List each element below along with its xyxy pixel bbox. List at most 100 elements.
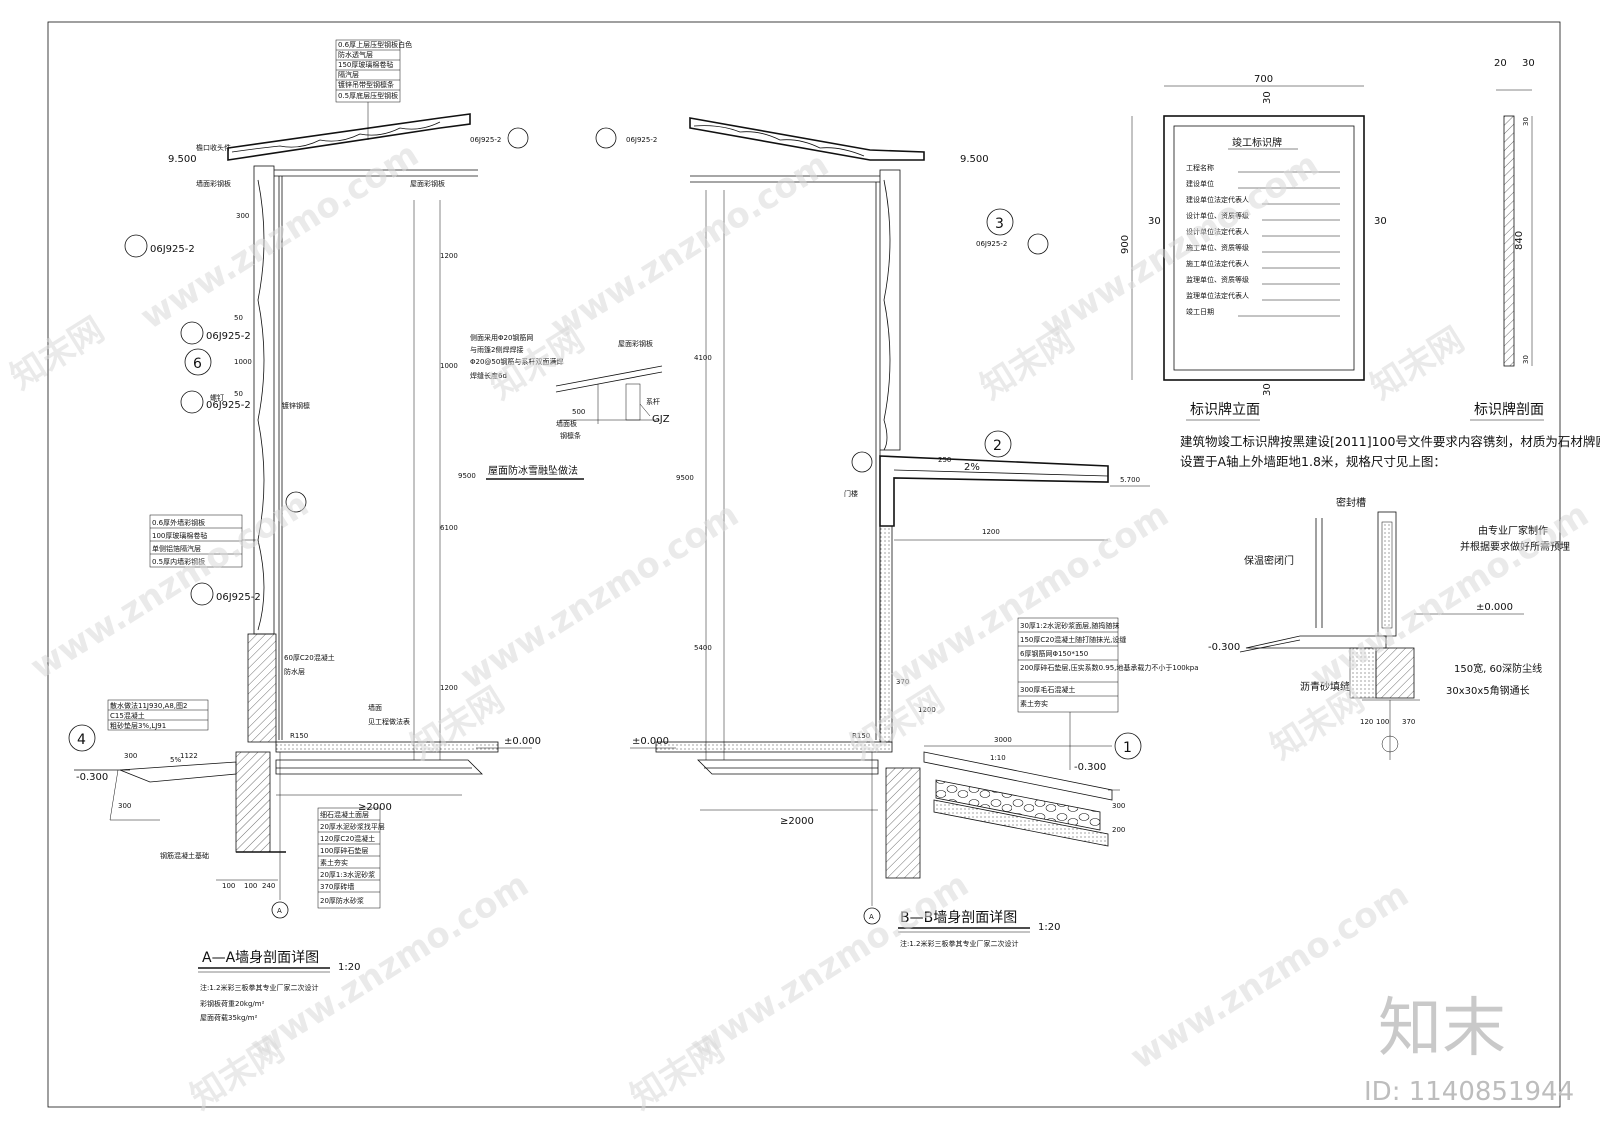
aa-circle-six-label: 6 (193, 356, 202, 372)
watermark-url-5: www.znzmo.com (454, 494, 746, 697)
aa-dim-1000a: 1000 (234, 358, 252, 366)
door-label-groove: 150宽, 60深防尘线 (1454, 662, 1542, 675)
sign-dim-width: 700 (1254, 74, 1273, 85)
sign-board-section: 20 30 30 840 30 标识牌剖面 (1470, 58, 1544, 421)
watermark-url-8: www.znzmo.com (244, 864, 536, 1067)
door-threshold-detail: 密封槽 由专业厂家制作 并根据要求做好所需预埋 保温密闭门 ±0.000 -0.… (1208, 496, 1570, 760)
aa-dim-r150: R150 (290, 732, 308, 740)
bb-dim-1200a: 1200 (918, 706, 936, 714)
watermark-cn-2: 知末网 (484, 320, 592, 408)
aa-label-floor: 墙面 (368, 703, 382, 712)
aa-wall-layer-2: 100厚玻璃棉卷毡 (152, 531, 207, 540)
sign-dim-margin-left: 30 (1148, 216, 1161, 227)
roof-snow-detail: 侧面采用Φ20钢筋网 与雨篷2侧焊焊接 Φ20@50钢筋与系杆双面满焊 焊缝长度… (470, 333, 670, 480)
sign-field-3: 建设单位法定代表人 (1186, 195, 1249, 204)
aa-brick-wall (247, 633, 277, 743)
aa-apron-layer-1: 散水做法11J930,A8,图2 (110, 701, 187, 710)
aa-roof-layer-5: 镀锌吊带型钢檩条 (338, 80, 394, 89)
aa-foundation (235, 751, 271, 853)
sign-dim-margin-right: 30 (1374, 216, 1387, 227)
roof-detail-line-2: 与雨篷2侧焊焊接 (470, 345, 523, 354)
aa-apron-layer-3: 粗砂垫层3%,LJ91 (110, 721, 166, 730)
watermark-cn-1: 知末网 (4, 310, 112, 398)
aa-elev-zero: ±0.000 (504, 736, 541, 747)
bb-canopy (879, 455, 1109, 527)
aa-roof-layer-6: 0.5厚底层压型钢板 (338, 91, 398, 100)
bb-dim-1200b: 1200 (982, 528, 1000, 536)
bb-elev-zero: ±0.000 (632, 736, 669, 747)
bb-ramp-layer-4: 200厚碎石垫层,压实系数0.95,地基承载力不小于100kpa (1020, 663, 1199, 672)
aa-apron-layer-box: 散水做法11J930,A8,图2 C15混凝土 粗砂垫层3%,LJ91 (107, 699, 209, 731)
bb-circle-three-label: 3 (995, 216, 1004, 232)
bb-scale: 1:20 (1038, 922, 1060, 933)
sign-section-label: 标识牌剖面 (1474, 401, 1544, 418)
bb-dim-5400: 5400 (694, 644, 712, 652)
aa-dim-300a: 300 (236, 212, 249, 220)
aa-circle-left-label: 4 (77, 732, 86, 748)
aa-dim-1122: 1122 (180, 752, 198, 760)
bb-downpipe (851, 451, 873, 473)
door-label-door: 保温密闭门 (1244, 554, 1294, 567)
aa-dim-240: 240 (262, 882, 275, 890)
aa-note-3: 屋面荷载35kg/m² (200, 1013, 258, 1022)
watermark-cn-8: 知末网 (184, 1030, 292, 1118)
bb-ramp-layer-6: 素土夯实 (1020, 699, 1048, 708)
bb-dim-9500: 9500 (676, 474, 694, 482)
sign-dim-margin-bottom: 30 (1262, 383, 1273, 396)
door-label-embed: 并根据要求做好所需预埋 (1460, 540, 1570, 553)
aa-floor-layer-7: 370厚砖墙 (320, 882, 354, 891)
section-bb: 30厚1:2水泥砂浆面层,随捣随抹 150厚C20混凝土随打随抹光,设缝 6厚钢… (595, 117, 1199, 948)
aa-axis-label: A (277, 907, 282, 915)
bb-circle-three (986, 208, 1014, 236)
aa-dim-6100: 6100 (440, 524, 458, 532)
aa-label-purlin: 镀锌钢檩 (282, 401, 310, 410)
bb-ramp (923, 751, 1113, 801)
sign-elevation-label: 标识牌立面 (1190, 401, 1260, 418)
aa-floor-slab (275, 741, 499, 753)
sign-board-elevation: 竣工标识牌 工程名称 建设单位 建设单位法定代表人 设计单位、资质等级 设计单位… (1120, 74, 1387, 421)
aa-label-wall-panel: 墙面彩钢板 (196, 179, 231, 188)
bb-dim-200: 200 (1112, 826, 1125, 834)
bb-dim-r150: R150 (852, 732, 870, 740)
aa-dim-300c: 300 (118, 802, 131, 810)
sign-field-1: 工程名称 (1186, 163, 1214, 172)
aa-title: A—A墙身剖面详图 (202, 950, 319, 966)
aa-label-screw: 螺钉 (210, 393, 224, 402)
bb-foundation (885, 767, 921, 879)
sign-field-7: 施工单位法定代表人 (1186, 259, 1249, 268)
bb-ramp-slope: 1:10 (990, 754, 1006, 762)
door-dim-100: 100 (1376, 718, 1389, 726)
aa-roof-panel (227, 113, 471, 161)
aa-elev-top: 9.500 (168, 154, 197, 165)
door-label-zero: ±0.000 (1476, 602, 1513, 613)
sign-field-9: 监理单位法定代表人 (1186, 291, 1249, 300)
aa-floor-layer-5: 素土夯实 (320, 858, 348, 867)
sign-section-dim-840: 840 (1514, 231, 1525, 250)
sign-field-4: 设计单位、资质等级 (1186, 211, 1249, 220)
aa-roof-layer-3: 150厚玻璃棉卷毡 (338, 60, 393, 69)
watermark-url-10: www.znzmo.com (1124, 874, 1416, 1077)
bb-dim-250: 250 (938, 456, 951, 464)
bb-circle-two (984, 430, 1012, 458)
aa-scale: 1:20 (338, 962, 360, 973)
watermark-layer: www.znzmo.com www.znzmo.com www.znzmo.co… (4, 134, 1596, 1117)
aa-dim-1000b: 1000 (440, 362, 458, 370)
aa-roof-layer-4: 隔汽层 (338, 70, 359, 79)
watermark-cn-3: 知末网 (974, 320, 1082, 408)
aa-dim-100b: 100 (244, 882, 257, 890)
sheet-border (47, 21, 1561, 1108)
roof-detail-dim: 500 (572, 408, 585, 416)
bb-ref-right: 06J925-2 (976, 240, 1007, 248)
roof-detail-line-3: Φ20@50钢筋与系杆双面满焊 (470, 357, 563, 366)
sign-section-dim-30a: 30 (1522, 58, 1535, 69)
sign-note-line-2: 设置于A轴上外墙距地1.8米，规格尺寸见上图： (1180, 454, 1446, 469)
door-dim-370: 370 (1402, 718, 1415, 726)
bb-ramp-layer-5: 300厚毛石混凝土 (1020, 685, 1075, 694)
door-label-seal: 密封槽 (1336, 496, 1366, 509)
aa-wall-layer-box: 0.6厚外墙彩钢板 100厚玻璃棉卷毡 单侧铝箔隔汽层 0.5厚内墙彩钢板 (149, 514, 256, 568)
aa-elev-neg: -0.300 (76, 772, 108, 783)
bb-dim-3000: 3000 (994, 736, 1012, 744)
aa-dim-50b: 50 (234, 390, 243, 398)
aa-wall-layer-1: 0.6厚外墙彩钢板 (152, 518, 205, 527)
bb-dim-2000: ≥2000 (780, 816, 814, 827)
